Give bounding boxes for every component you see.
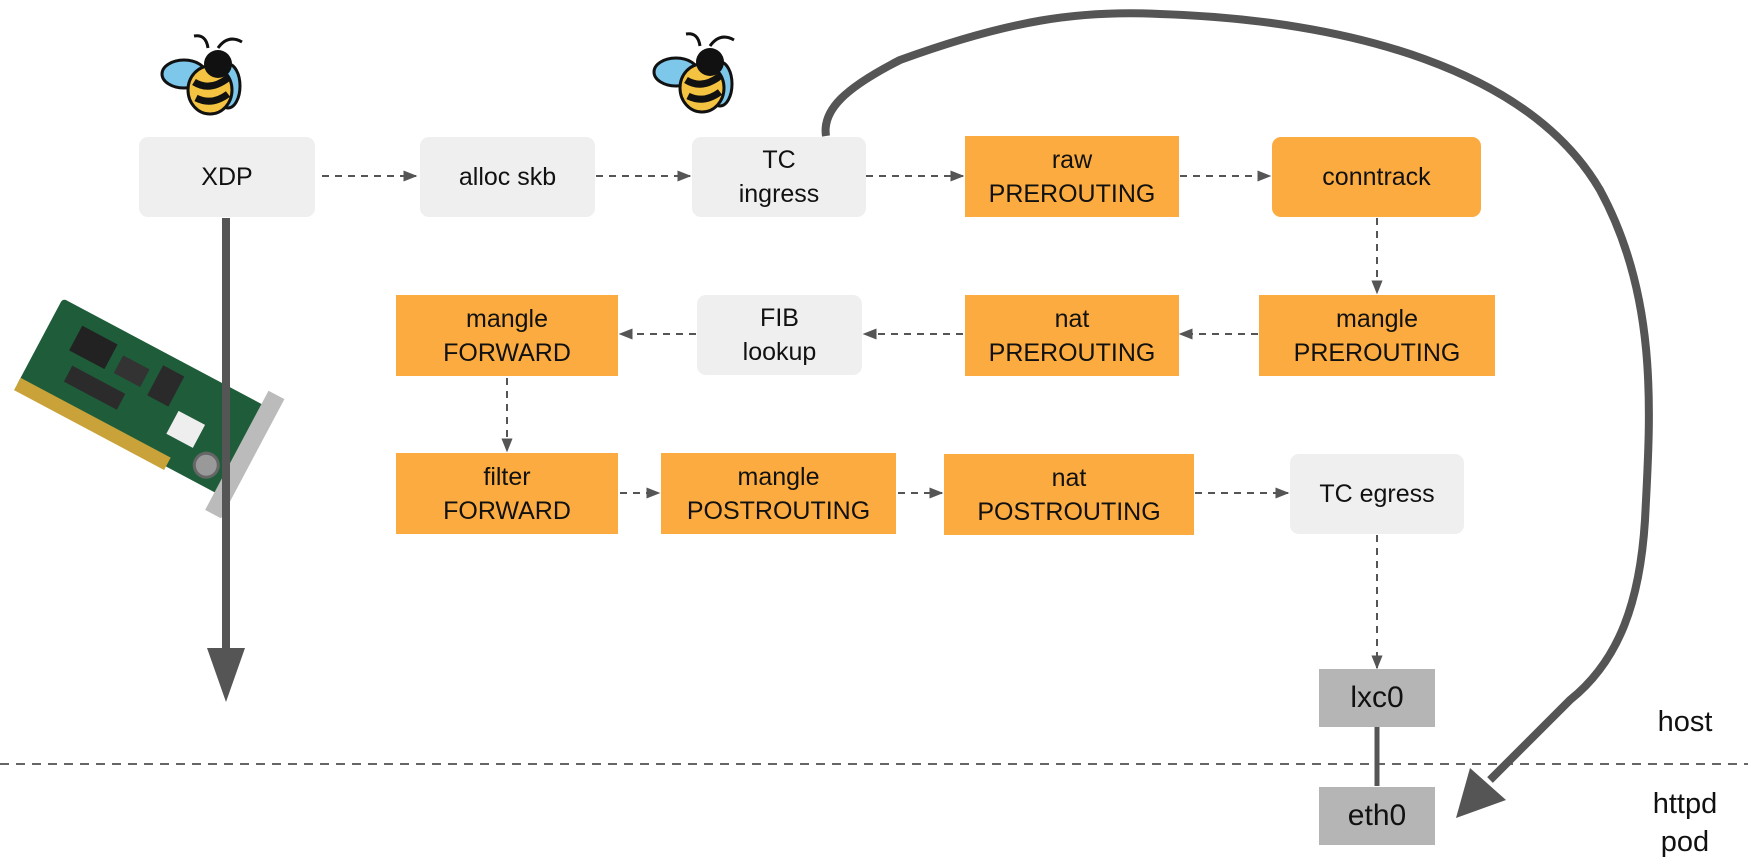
node-mangle-forward-line-2: FORWARD bbox=[443, 338, 571, 367]
host-label: host bbox=[1630, 703, 1740, 741]
edge-tc-ingress-eth0 bbox=[821, 9, 1653, 818]
node-filter-forward-line-2: FORWARD bbox=[443, 496, 571, 525]
node-filter-forward: filter FORWARD bbox=[396, 453, 618, 534]
node-eth0: eth0 bbox=[1319, 787, 1435, 845]
node-lxc0-label: lxc0 bbox=[1350, 681, 1404, 714]
node-fib-lookup-line-1: FIB bbox=[760, 304, 799, 332]
node-raw-prerouting-line-1: raw bbox=[1051, 145, 1093, 174]
network-card-image bbox=[14, 299, 285, 519]
node-nat-postrouting-line-1: nat bbox=[1051, 463, 1087, 492]
node-mangle-prerouting-line-1: mangle bbox=[1336, 304, 1418, 333]
node-mangle-forward-line-1: mangle bbox=[466, 304, 548, 333]
node-nat-prerouting-line-2: PREROUTING bbox=[988, 338, 1156, 367]
node-mangle-forward: mangle FORWARD bbox=[396, 295, 618, 376]
node-eth0-label: eth0 bbox=[1347, 799, 1407, 832]
node-alloc-skb: alloc skb bbox=[420, 137, 595, 217]
pod-label: httpd pod bbox=[1630, 785, 1740, 861]
node-tc-egress-label: TC egress bbox=[1319, 480, 1435, 508]
pod-label-line-2: pod bbox=[1660, 826, 1710, 858]
node-filter-forward-line-1: filter bbox=[483, 462, 531, 491]
node-mangle-prerouting-line-2: PREROUTING bbox=[1293, 338, 1461, 367]
host-label-text: host bbox=[1657, 706, 1713, 738]
node-tc-egress: TC egress bbox=[1290, 454, 1464, 534]
node-nat-prerouting: nat PREROUTING bbox=[965, 295, 1179, 376]
node-xdp-label: XDP bbox=[201, 163, 253, 191]
node-alloc-skb-label: alloc skb bbox=[458, 163, 557, 191]
edge-xdp-drop bbox=[207, 218, 245, 702]
node-conntrack-label: conntrack bbox=[1322, 163, 1431, 191]
node-raw-prerouting-line-2: PREROUTING bbox=[988, 179, 1156, 208]
node-raw-prerouting: raw PREROUTING bbox=[965, 136, 1179, 217]
node-tc-ingress: TC ingress bbox=[692, 137, 866, 217]
node-tc-ingress-line-2: ingress bbox=[738, 180, 820, 208]
node-fib-lookup: FIB lookup bbox=[697, 295, 862, 375]
node-nat-postrouting-line-2: POSTROUTING bbox=[977, 497, 1161, 526]
node-tc-ingress-line-1: TC bbox=[762, 146, 796, 174]
pod-label-line-1: httpd bbox=[1652, 788, 1718, 820]
node-mangle-postrouting-line-1: mangle bbox=[737, 462, 820, 491]
bee-icon bbox=[160, 34, 243, 116]
node-mangle-postrouting-line-2: POSTROUTING bbox=[686, 496, 871, 525]
node-nat-postrouting: nat POSTROUTING bbox=[944, 454, 1194, 535]
node-mangle-prerouting: mangle PREROUTING bbox=[1259, 295, 1495, 376]
node-mangle-postrouting: mangle POSTROUTING bbox=[661, 453, 896, 534]
node-fib-lookup-line-2: lookup bbox=[742, 338, 817, 366]
bee-icon bbox=[652, 32, 735, 114]
node-xdp: XDP bbox=[139, 137, 315, 217]
node-lxc0: lxc0 bbox=[1319, 669, 1435, 727]
node-nat-prerouting-line-1: nat bbox=[1054, 304, 1090, 333]
node-conntrack: conntrack bbox=[1272, 137, 1481, 217]
